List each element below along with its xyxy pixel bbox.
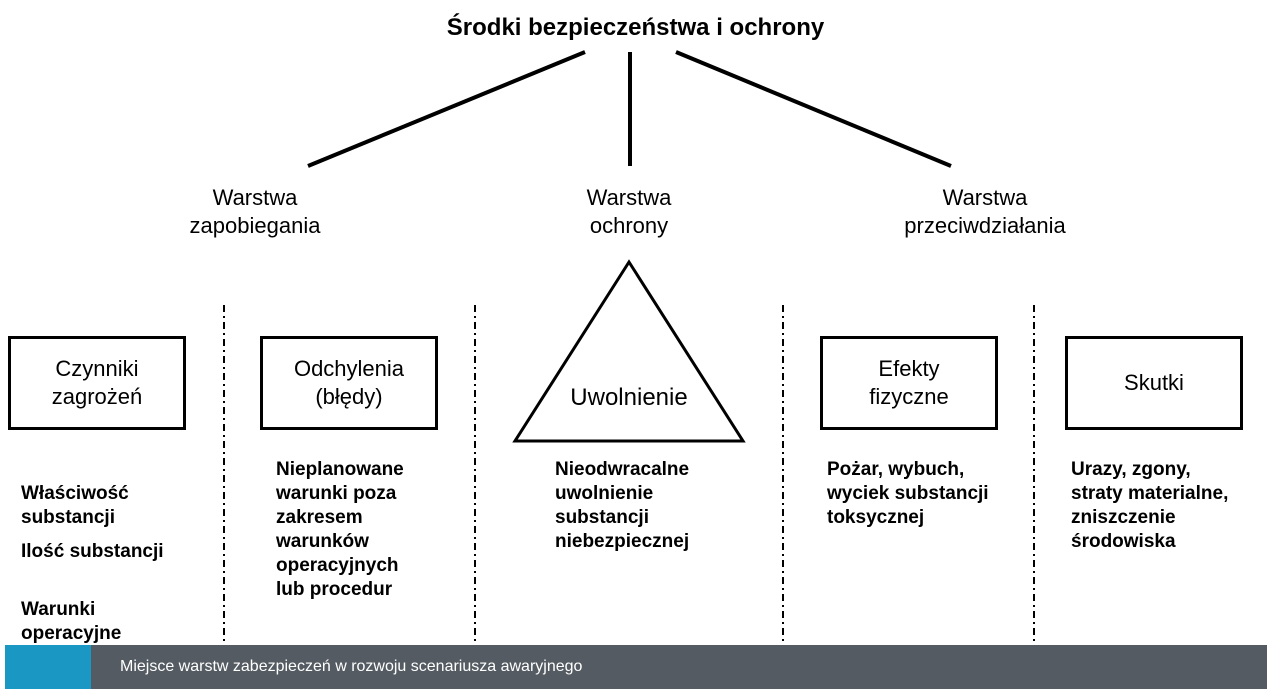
layer-protection: Warstwa ochrony	[586, 185, 672, 238]
release-description: Nieodwracalne uwolnienie substancji nieb…	[555, 459, 690, 552]
connector-prevention	[307, 50, 586, 168]
caption-bar	[5, 645, 1267, 689]
diagram-title: Środki bezpieczeństwa i ochrony	[446, 14, 825, 41]
stage-effects-box: Efekty fizyczne	[820, 336, 998, 430]
caption-accent	[5, 645, 91, 689]
effects-description: Pożar, wybuch, wyciek substancji toksycz…	[827, 459, 989, 528]
stage-deviations-box: Odchylenia (błędy)	[260, 336, 438, 430]
hazard-substance-quantity: Ilość substancji	[21, 541, 164, 562]
consequences-description: Urazy, zgony, straty materialne, zniszcz…	[1071, 459, 1229, 552]
stage-hazards-box: Czynniki zagrożeń	[8, 336, 186, 430]
layer-response: Warstwa przeciwdziałania	[904, 185, 1066, 238]
deviations-description: Nieplanowane warunki poza zakresem warun…	[276, 459, 404, 600]
figure-caption: Miejsce warstw zabezpieczeń w rozwoju sc…	[120, 658, 583, 675]
connector-response	[675, 50, 952, 168]
layer-prevention: Warstwa zapobiegania	[189, 185, 321, 238]
release-triangle	[512, 259, 746, 443]
hazard-substance-property: Właściwość substancji	[21, 483, 129, 528]
stage-consequences-box: Skutki	[1065, 336, 1243, 430]
stage-release-label: Uwolnienie	[570, 384, 688, 411]
